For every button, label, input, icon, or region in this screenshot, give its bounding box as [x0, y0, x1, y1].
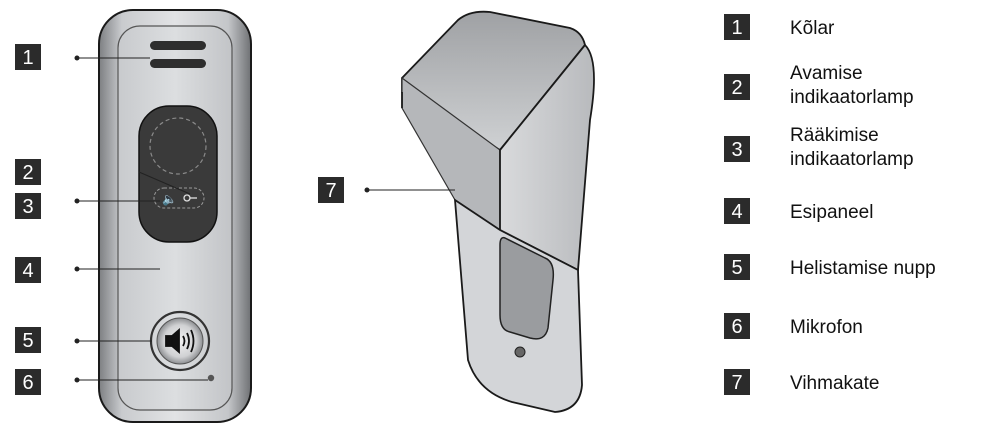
- svg-text:3: 3: [22, 196, 33, 218]
- legend-label-5: Helistamise nupp: [790, 258, 936, 279]
- legend-item-1: 1 Kõlar: [724, 14, 835, 40]
- legend-item-4: 4 Esipaneel: [724, 198, 873, 224]
- svg-text:4: 4: [22, 260, 33, 282]
- speaker-grille: [150, 41, 206, 68]
- callout-5: 5: [15, 327, 152, 353]
- svg-text:6: 6: [731, 316, 742, 338]
- legend: 1 Kõlar 2 Avamise indikaatorlamp 3 Rääki…: [724, 14, 936, 395]
- side-microphone-hole: [514, 346, 526, 358]
- callout-4: 4: [15, 257, 160, 283]
- rain-cover-device: [401, 10, 595, 413]
- side-window: [499, 236, 555, 340]
- callout-1: 1: [15, 44, 150, 70]
- legend-label-3b: indikaatorlamp: [790, 149, 914, 170]
- legend-label-1: Kõlar: [790, 18, 835, 39]
- legend-label-2b: indikaatorlamp: [790, 87, 914, 108]
- legend-item-7: 7 Vihmakate: [724, 369, 879, 395]
- svg-text:2: 2: [22, 162, 33, 184]
- indicator-strip: [153, 187, 205, 209]
- svg-text:1: 1: [22, 47, 33, 69]
- camera-lens-ring: [149, 117, 207, 175]
- svg-text:4: 4: [731, 201, 742, 223]
- callout-3: 3: [15, 193, 160, 219]
- legend-label-4: Esipaneel: [790, 202, 873, 223]
- legend-label-6: Mikrofon: [790, 317, 863, 338]
- callout-7: 7: [318, 177, 455, 203]
- callout-6: 6: [15, 369, 208, 395]
- svg-text:7: 7: [325, 180, 336, 202]
- legend-item-2: 2 Avamise indikaatorlamp: [724, 63, 914, 108]
- callout-2: 2: [15, 159, 191, 195]
- rain-cover-side: [499, 43, 595, 272]
- legend-item-3: 3 Rääkimise indikaatorlamp: [724, 125, 914, 170]
- speaker-icon: [165, 328, 195, 354]
- talk-indicator-icon: 🔈: [162, 192, 177, 206]
- svg-text:5: 5: [22, 330, 33, 352]
- microphone-hole: [207, 374, 215, 382]
- legend-item-6: 6 Mikrofon: [724, 313, 863, 339]
- call-button: [156, 317, 204, 365]
- svg-text:1: 1: [731, 17, 742, 39]
- legend-label-3a: Rääkimise: [790, 125, 879, 146]
- legend-label-7: Vihmakate: [790, 373, 879, 394]
- front-view-device: 🔈: [98, 9, 252, 423]
- key-indicator-icon: [183, 194, 197, 202]
- svg-text:7: 7: [731, 372, 742, 394]
- svg-text:5: 5: [731, 257, 742, 279]
- legend-label-2a: Avamise: [790, 63, 863, 84]
- svg-text:3: 3: [731, 139, 742, 161]
- svg-text:2: 2: [731, 77, 742, 99]
- svg-text:6: 6: [22, 372, 33, 394]
- legend-item-5: 5 Helistamise nupp: [724, 254, 936, 280]
